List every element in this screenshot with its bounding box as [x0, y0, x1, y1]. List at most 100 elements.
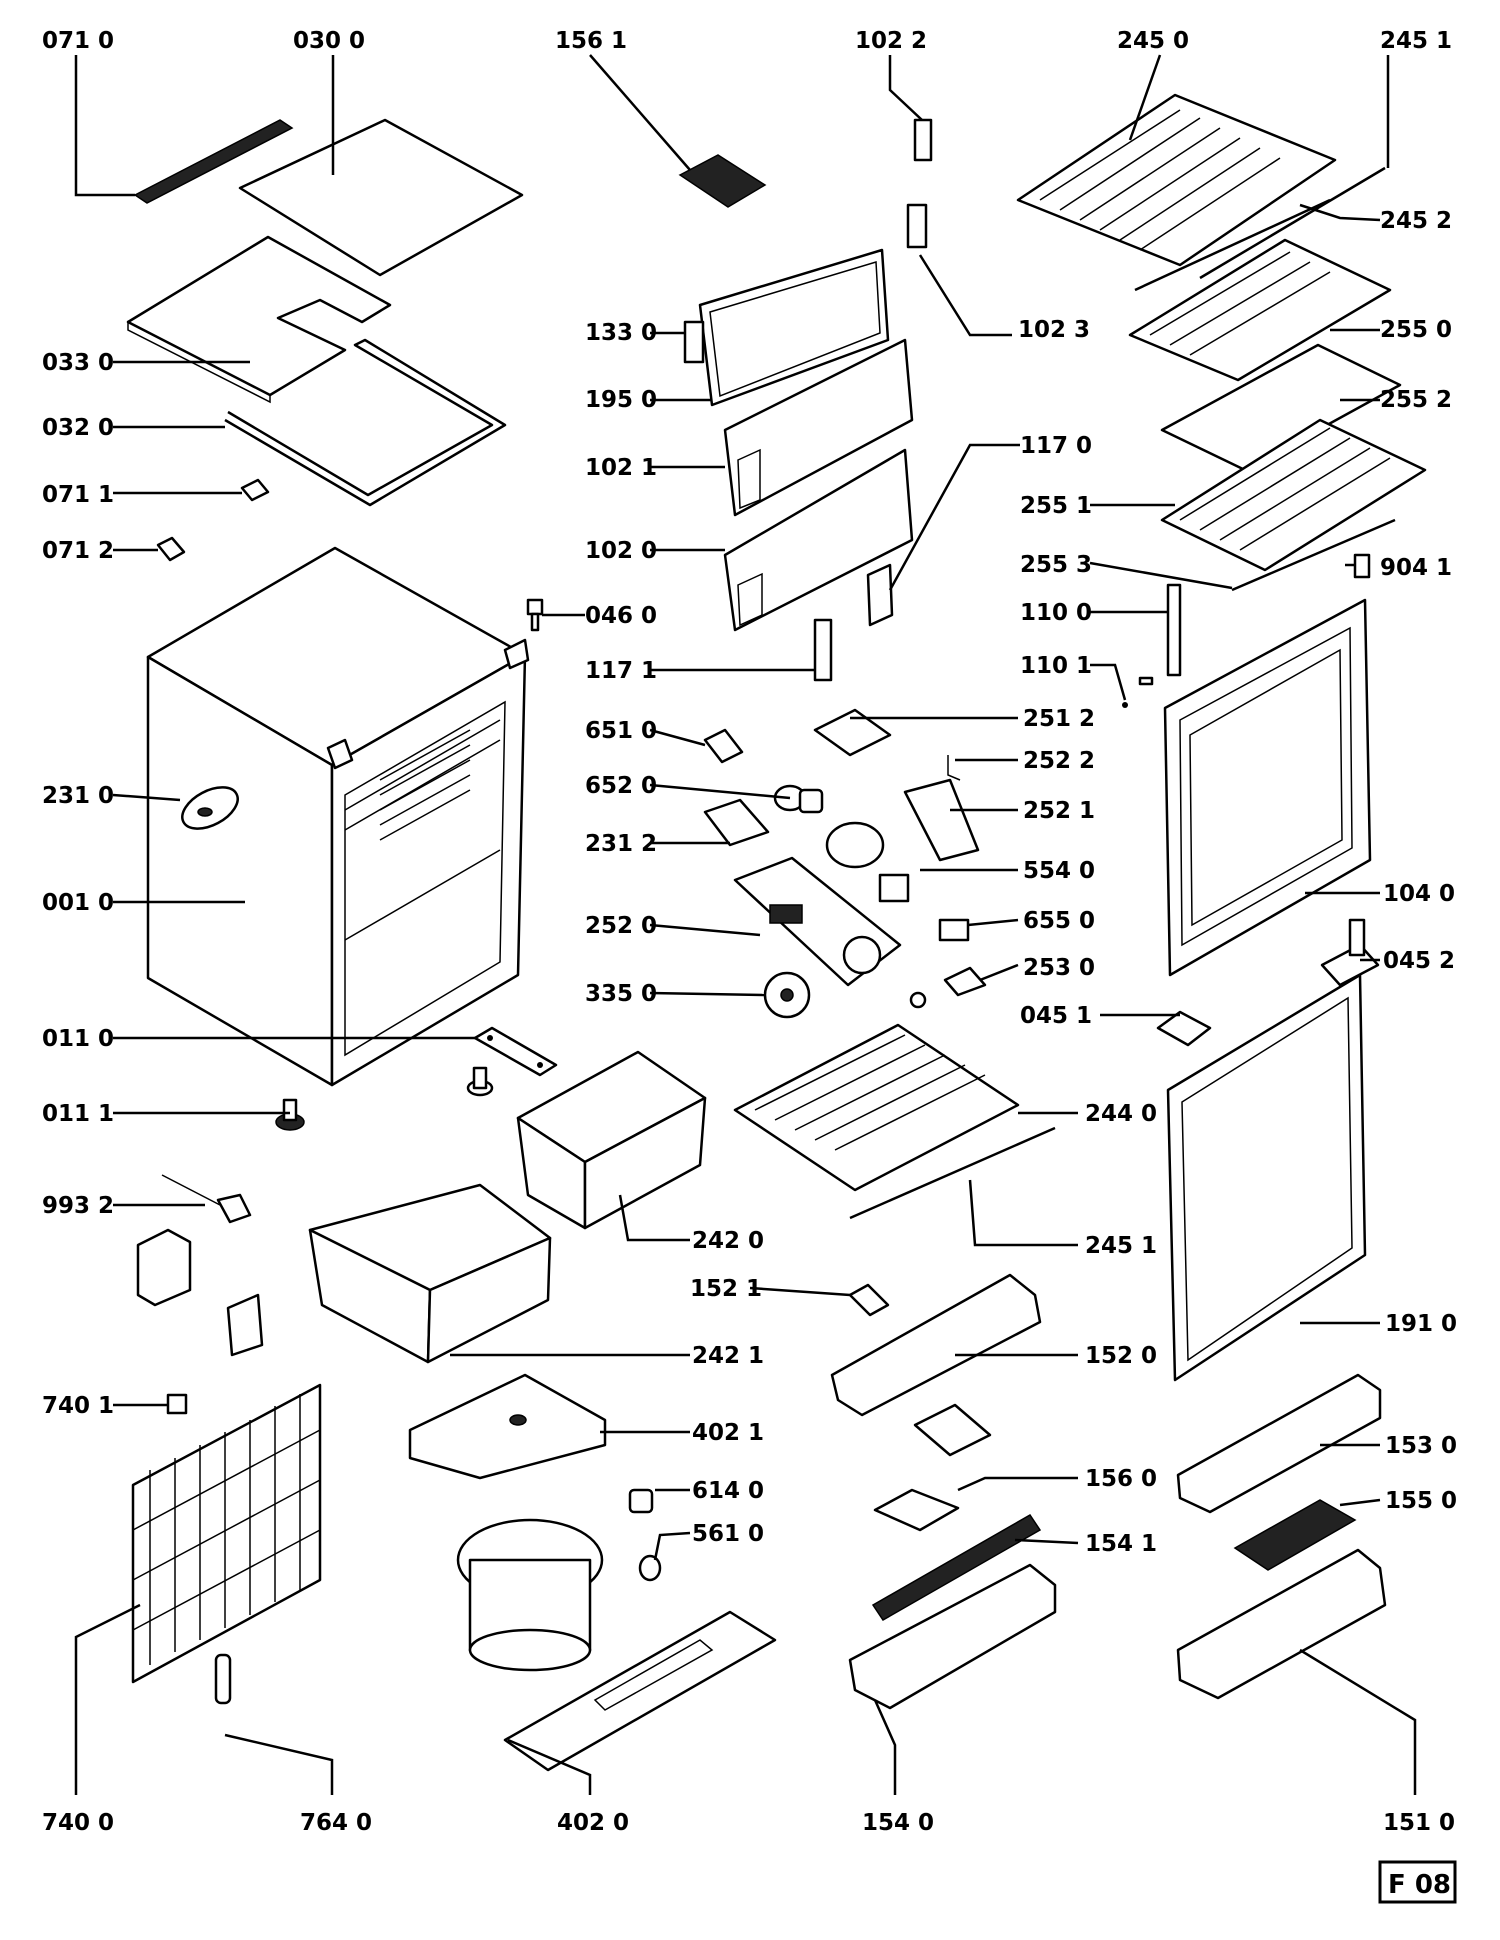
part-0712-clip	[156, 536, 186, 562]
part-1950-gasket	[698, 248, 890, 407]
label-2451a: 245 1	[1380, 28, 1452, 54]
part-2521-bracket	[903, 778, 980, 862]
label-2530: 253 0	[1023, 955, 1095, 981]
part-2450-shelf	[1016, 93, 1337, 267]
part-2451-rod	[1199, 166, 1386, 280]
label-1171: 117 1	[585, 658, 657, 684]
part-0710-grille	[133, 119, 294, 204]
part-7401-clip	[166, 1393, 188, 1415]
part-6550-switch	[938, 918, 970, 942]
label-1023: 102 3	[1018, 317, 1090, 343]
part-1101-screw	[1122, 676, 1154, 708]
part-1561-egg-tray	[678, 154, 767, 208]
label-0451: 045 1	[1020, 1003, 1092, 1029]
label-7640: 764 0	[300, 1810, 372, 1836]
part-1550-tray	[1233, 1499, 1357, 1571]
part-9932-cable	[136, 1174, 264, 1357]
part-1171-bracket	[813, 618, 833, 682]
label-1541: 154 1	[1085, 1531, 1157, 1557]
part-0451-hinge	[1156, 1010, 1212, 1047]
part-2452-rod	[1134, 198, 1331, 292]
label-0711: 071 1	[42, 482, 114, 508]
part-7400-condenser	[131, 1383, 322, 1684]
part-labels: 071 0 030 0 156 1 102 2 245 0 245 1 245 …	[42, 28, 1457, 1836]
label-1530: 153 0	[1385, 1433, 1457, 1459]
label-6510: 651 0	[585, 718, 657, 744]
part-1910-gasket	[1166, 973, 1367, 1382]
label-1101: 110 1	[1020, 653, 1092, 679]
part-1530-bin	[1176, 1373, 1382, 1514]
label-6140: 614 0	[692, 1478, 764, 1504]
part-2522-spring	[947, 755, 961, 781]
label-1100: 110 0	[1020, 600, 1092, 626]
part-0300-top-plate	[238, 118, 524, 277]
label-2552: 255 2	[1380, 387, 1452, 413]
part-9041-screw	[1353, 553, 1371, 579]
label-0712: 071 2	[42, 538, 114, 564]
label-2310: 231 0	[42, 783, 114, 809]
label-9041: 904 1	[1380, 555, 1452, 581]
part-2420-crisper	[516, 1050, 707, 1230]
label-2520: 252 0	[585, 913, 657, 939]
part-2550-shelf	[1128, 238, 1392, 382]
part-2451-lower-rod	[849, 1126, 1056, 1220]
part-0320-frame	[224, 338, 507, 507]
label-4021: 402 1	[692, 1420, 764, 1446]
label-2521: 252 1	[1023, 798, 1095, 824]
part-1541-bar	[871, 1514, 1042, 1621]
part-1521-clip	[848, 1283, 890, 1317]
part-0330-plate	[126, 235, 392, 404]
label-1520: 152 0	[1085, 1343, 1157, 1369]
label-1910: 191 0	[1385, 1311, 1457, 1337]
label-4020: 402 0	[557, 1810, 629, 1836]
part-2512-cover	[813, 708, 892, 757]
label-6520: 652 0	[585, 773, 657, 799]
label-1950: 195 0	[585, 387, 657, 413]
part-5540-lamp-cover	[825, 821, 910, 903]
part-4020-compressor	[456, 1518, 777, 1772]
label-1020: 102 0	[585, 538, 657, 564]
part-0110-hinge-bracket	[473, 1026, 558, 1077]
part-2440-shelf	[733, 1023, 1020, 1192]
part-1020-door-panel	[723, 448, 914, 632]
label-1022: 102 2	[855, 28, 927, 54]
part-1510-bin	[1176, 1548, 1387, 1700]
label-2450: 245 0	[1117, 28, 1189, 54]
label-2312: 231 2	[585, 831, 657, 857]
label-1560: 156 0	[1085, 1466, 1157, 1492]
part-1540-bin	[848, 1563, 1057, 1710]
part-2551-shelf	[1160, 418, 1427, 572]
label-2421: 242 1	[692, 1343, 764, 1369]
label-2451b: 245 1	[1085, 1233, 1157, 1259]
part-0460-screw	[526, 598, 544, 632]
part-0010-cabinet	[146, 546, 530, 1087]
label-2551: 255 1	[1020, 493, 1092, 519]
part-3350-wheel	[763, 971, 927, 1019]
label-1540: 154 0	[862, 1810, 934, 1836]
label-2550: 255 0	[1380, 317, 1452, 343]
label-0330: 033 0	[42, 350, 114, 376]
part-4021-base	[408, 1373, 607, 1480]
label-3350: 335 0	[585, 981, 657, 1007]
part-0111-foot	[275, 1066, 494, 1131]
part-1560-butter-dish	[873, 1403, 992, 1532]
label-0010: 001 0	[42, 890, 114, 916]
part-1023-hinge	[906, 203, 928, 249]
label-0110: 011 0	[42, 1026, 114, 1052]
label-2512: 251 2	[1023, 706, 1095, 732]
part-1022-hinge	[913, 118, 933, 162]
part-2310-badge	[181, 786, 239, 830]
label-2553: 255 3	[1020, 552, 1092, 578]
label-0320: 032 0	[42, 415, 114, 441]
label-1330: 133 0	[585, 320, 657, 346]
label-1040: 104 0	[1383, 881, 1455, 907]
leader-lines	[74, 54, 1417, 1795]
part-2552-glass	[1160, 343, 1402, 472]
figure-tag-label: F 08	[1388, 1870, 1451, 1900]
label-0111: 011 1	[42, 1101, 114, 1127]
part-2520-housing	[733, 856, 902, 987]
label-1170: 117 0	[1020, 433, 1092, 459]
part-6520-thermostat	[773, 784, 824, 814]
part-5610-protector	[638, 1554, 662, 1582]
